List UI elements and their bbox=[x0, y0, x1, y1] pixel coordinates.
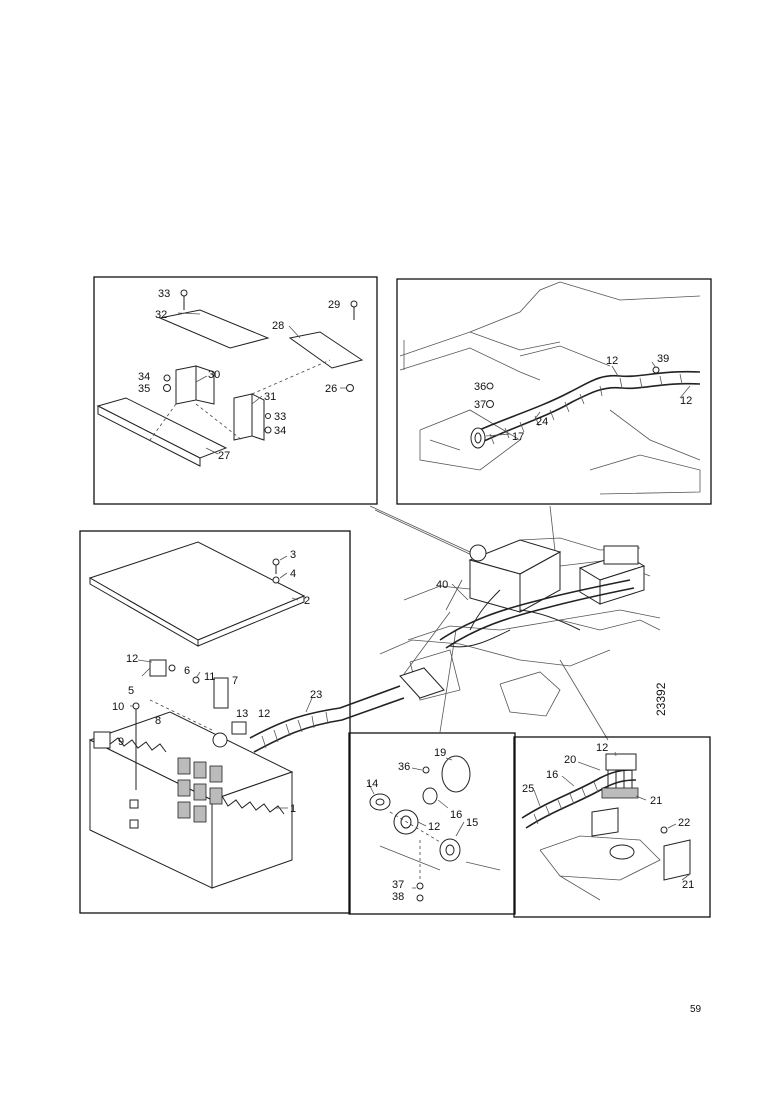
callout-label: 3 bbox=[290, 549, 296, 561]
screw-icon bbox=[180, 289, 188, 310]
screw-icon bbox=[350, 300, 358, 320]
callout-label: 15 bbox=[466, 817, 478, 829]
callout-label: 31 bbox=[264, 391, 276, 403]
callout-label: 29 bbox=[328, 299, 340, 311]
callout-label: 40 bbox=[436, 579, 448, 591]
callout-label: 13 bbox=[236, 708, 248, 720]
callout-label: 16 bbox=[546, 769, 558, 781]
nut-icon bbox=[416, 894, 424, 902]
connector-icon bbox=[93, 731, 111, 749]
drawing-number: 23392 bbox=[654, 682, 668, 716]
callout-label: 23 bbox=[310, 689, 322, 701]
screw-icon bbox=[660, 826, 668, 834]
callout-label: 26 bbox=[325, 383, 337, 395]
screw-icon bbox=[272, 558, 280, 574]
screw-icon bbox=[486, 382, 494, 390]
callout-label: 32 bbox=[155, 309, 167, 321]
nut-icon bbox=[346, 384, 354, 392]
callout-label: 6 bbox=[184, 665, 190, 677]
callout-label: 22 bbox=[678, 817, 690, 829]
callout-label: 7 bbox=[232, 675, 238, 687]
callout-label: 21 bbox=[682, 879, 694, 891]
callout-label: 37 bbox=[392, 879, 404, 891]
nut-icon bbox=[264, 426, 272, 434]
callout-label: 9 bbox=[118, 736, 124, 748]
box-panel: 3 4 2 12 6 11 7 5 10 8 13 12 9 1 23 bbox=[79, 530, 405, 914]
grommet-icon bbox=[422, 787, 438, 805]
callout-label: 34 bbox=[138, 371, 150, 383]
grommet-panel: 19 36 14 16 12 15 37 38 bbox=[348, 732, 516, 915]
callout-label: 12 bbox=[596, 742, 608, 754]
callout-label: 36 bbox=[474, 381, 486, 393]
terminal-block-icon bbox=[605, 753, 637, 771]
screw-icon bbox=[422, 766, 430, 774]
callout-label: 33 bbox=[158, 288, 170, 300]
callout-label: 12 bbox=[258, 708, 270, 720]
callout-label: 38 bbox=[392, 891, 404, 903]
callout-label: 36 bbox=[398, 761, 410, 773]
callout-label: 28 bbox=[272, 320, 284, 332]
nut-icon bbox=[163, 384, 171, 392]
cable-panel: 20 12 16 25 21 22 21 bbox=[513, 736, 711, 918]
callout-label: 27 bbox=[218, 450, 230, 462]
callout-label: 25 bbox=[522, 783, 534, 795]
screw-icon bbox=[416, 882, 424, 890]
callout-label: 14 bbox=[366, 778, 378, 790]
screw-icon bbox=[265, 413, 271, 419]
callout-label: 24 bbox=[536, 416, 548, 428]
callout-label: 33 bbox=[274, 411, 286, 423]
callout-label: 37 bbox=[474, 399, 486, 411]
bracket-panel: 33 32 29 28 34 35 30 31 33 34 26 27 bbox=[93, 276, 378, 505]
callout-label: 10 bbox=[112, 701, 124, 713]
callout-label: 35 bbox=[138, 383, 150, 395]
callout-label: 21 bbox=[650, 795, 662, 807]
harness-panel: 12 39 12 36 37 17 24 bbox=[396, 278, 712, 505]
callout-label: 30 bbox=[208, 369, 220, 381]
callout-label: 16 bbox=[450, 809, 462, 821]
grommet-icon bbox=[231, 721, 247, 735]
callout-label: 39 bbox=[657, 353, 669, 365]
callout-label: 1 bbox=[290, 803, 296, 815]
callout-label: 12 bbox=[428, 821, 440, 833]
nut-icon bbox=[486, 400, 494, 408]
callout-label: 17 bbox=[512, 431, 524, 443]
callout-label: 5 bbox=[128, 685, 134, 697]
clip-icon bbox=[652, 366, 660, 374]
callout-label: 12 bbox=[606, 355, 618, 367]
page-mark: 59 bbox=[690, 1004, 702, 1015]
callout-label: 2 bbox=[304, 595, 310, 607]
washer-icon bbox=[272, 576, 280, 584]
callout-label: 19 bbox=[434, 747, 446, 759]
callout-label: 11 bbox=[204, 671, 215, 683]
callout-label: 20 bbox=[564, 754, 576, 766]
callout-label: 12 bbox=[126, 653, 138, 665]
callout-label: 4 bbox=[290, 568, 296, 580]
callout-label: 12 bbox=[680, 395, 692, 407]
main-assembly: 40 bbox=[369, 505, 661, 741]
terminal-block-icon bbox=[213, 677, 229, 709]
washer-icon bbox=[163, 374, 171, 382]
callout-label: 34 bbox=[274, 425, 286, 437]
relay-icon bbox=[149, 659, 167, 677]
callout-label: 8 bbox=[155, 715, 161, 727]
